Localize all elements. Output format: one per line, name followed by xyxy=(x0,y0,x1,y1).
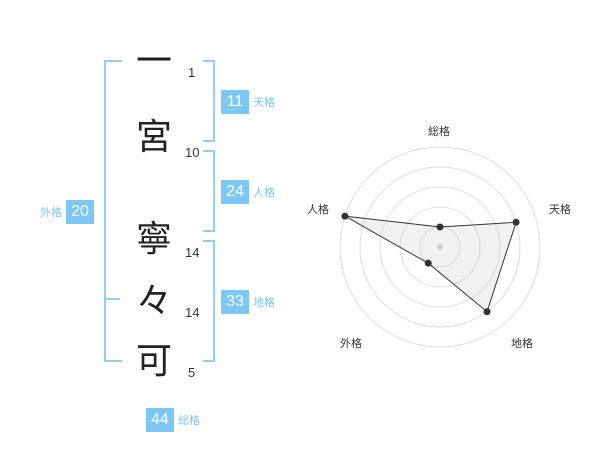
radar-label-soukaku: 総格 xyxy=(428,125,450,138)
radar-point-1 xyxy=(436,223,444,231)
tenkaku-score: 11 天格 xyxy=(221,90,275,114)
radar-label-chikaku: 地格 xyxy=(511,337,533,350)
gaikaku-bracket xyxy=(104,60,122,362)
chikaku-value: 33 xyxy=(221,290,249,314)
radar-grid-ring xyxy=(339,146,541,348)
name-char-4: 々 xyxy=(135,281,172,322)
chikaku-label: 地格 xyxy=(253,296,275,309)
chikaku-bracket xyxy=(203,240,215,362)
soukaku-score: 44 総格 xyxy=(146,408,200,432)
radar-grid-ring xyxy=(359,166,521,328)
gaikaku-label: 外格 xyxy=(40,206,62,219)
radar-point-2 xyxy=(512,218,520,226)
name-char-5: 可 xyxy=(135,341,172,382)
radar-label-jinkaku: 人格 xyxy=(307,203,329,216)
stroke-count-5: 5 xyxy=(188,365,196,380)
radar-label-gaikaku: 外格 xyxy=(340,337,362,350)
jinkaku-value: 24 xyxy=(221,180,249,204)
tenkaku-value: 11 xyxy=(221,90,249,114)
soukaku-label: 総格 xyxy=(178,414,200,427)
name-char-3: 寧 xyxy=(135,219,172,260)
stroke-count-1: 1 xyxy=(188,65,196,80)
radar-point-5 xyxy=(341,212,349,220)
gaikaku-score: 外格 20 xyxy=(40,200,94,224)
radar-label-tenkaku: 天格 xyxy=(549,203,571,216)
name-char-2: 宮 xyxy=(135,117,172,158)
stroke-count-4: 14 xyxy=(185,305,200,320)
tenkaku-bracket xyxy=(203,60,215,142)
radar-point-3 xyxy=(483,308,491,316)
soukaku-value: 44 xyxy=(146,408,174,432)
jinkaku-score: 24 人格 xyxy=(221,180,275,204)
jinkaku-label: 人格 xyxy=(253,186,275,199)
radar-point-4 xyxy=(424,259,432,267)
stroke-count-3: 14 xyxy=(185,245,200,260)
gaikaku-value: 20 xyxy=(66,200,94,224)
gaikaku-bracket-mid xyxy=(104,298,120,300)
radar-center xyxy=(437,244,443,250)
name-char-1: 一 xyxy=(135,41,172,82)
jinkaku-bracket xyxy=(203,150,215,232)
chikaku-score: 33 地格 xyxy=(221,290,275,314)
radar-grid-ring xyxy=(379,186,501,308)
stroke-count-2: 10 xyxy=(185,145,200,160)
tenkaku-label: 天格 xyxy=(253,96,275,109)
